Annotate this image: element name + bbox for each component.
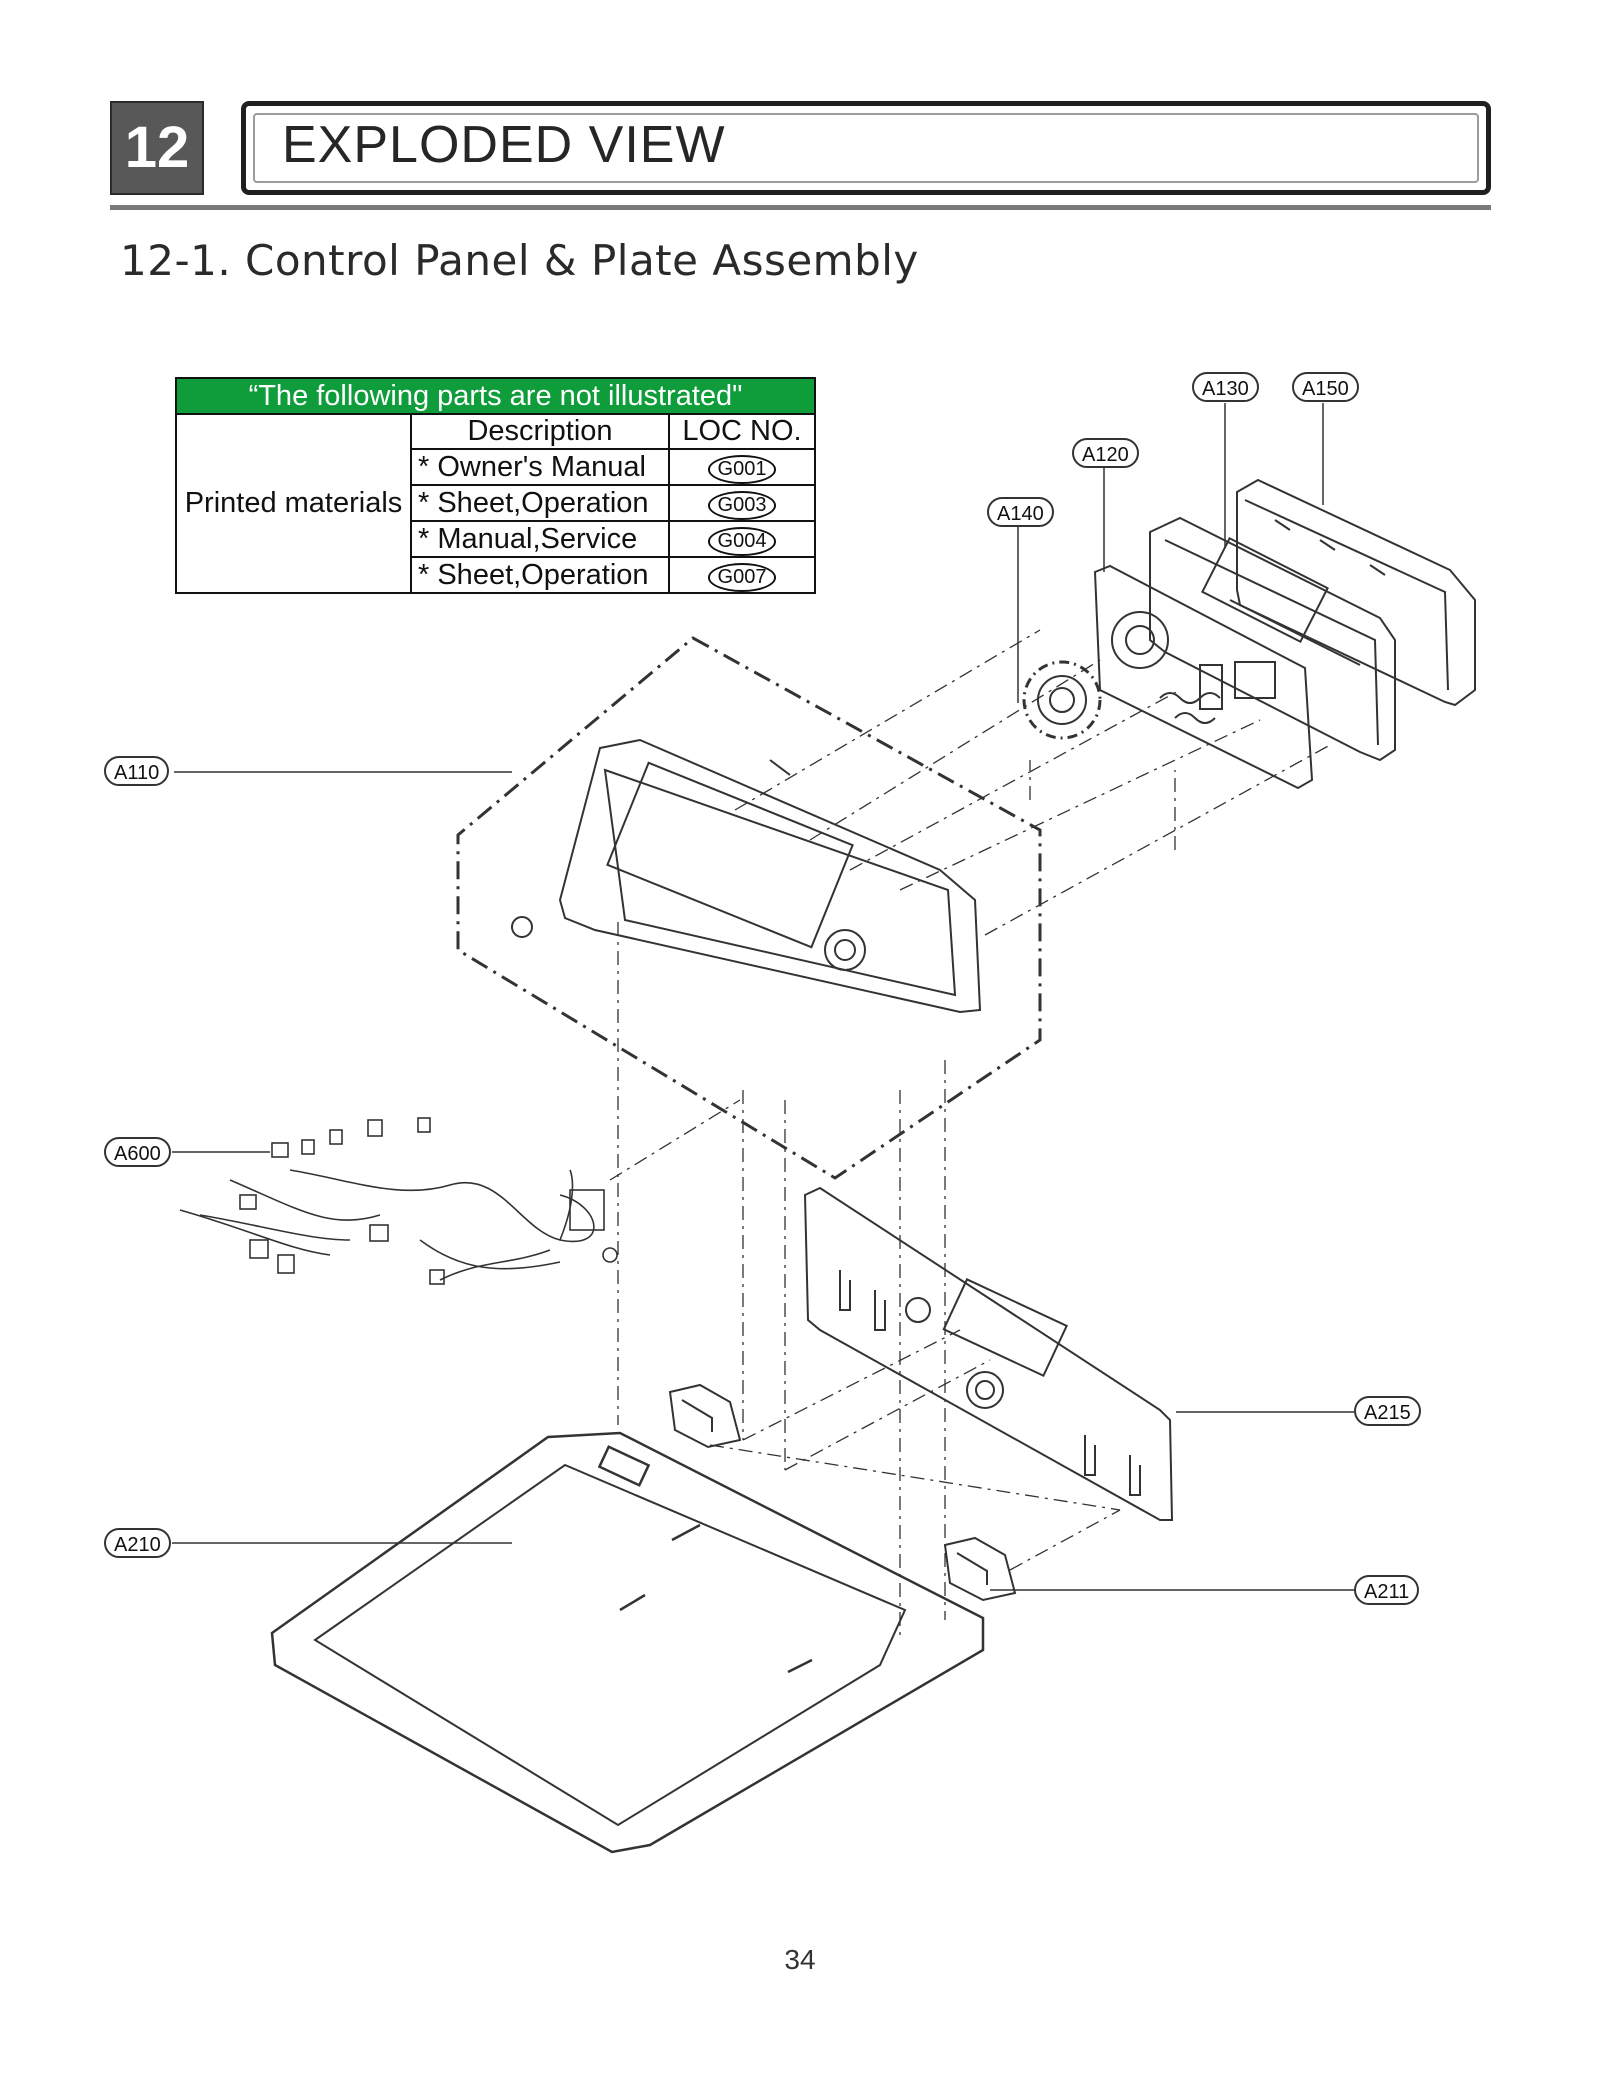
callout-a215: A215 [1354, 1396, 1421, 1426]
section-subtitle: 12-1. Control Panel & Plate Assembly [120, 236, 919, 285]
table-row: * Sheet,Operation G003 [176, 484, 816, 522]
page-number: 34 [784, 1944, 816, 1975]
callout-a110: A110 [104, 756, 170, 786]
row-loc: G003 [668, 484, 816, 522]
loc-code: G007 [707, 563, 777, 592]
row-loc: G007 [668, 556, 816, 594]
loc-code: G001 [707, 455, 777, 484]
section-number: 12 [110, 101, 204, 195]
row-description: * Manual,Service [410, 520, 670, 558]
title-rule [110, 205, 1491, 210]
loc-code: G003 [707, 491, 777, 520]
title-box: EXPLODED VIEW [241, 101, 1491, 195]
table-banner: “The following parts are not illustrated… [175, 377, 816, 415]
column-header-description: Description [410, 413, 670, 450]
callout-a120: A120 [1072, 438, 1139, 468]
callout-a600: A600 [104, 1137, 171, 1167]
row-description: * Sheet,Operation [410, 556, 670, 594]
callout-a211: A211 [1354, 1575, 1420, 1605]
part-a120-pcb [1093, 564, 1314, 790]
callout-a130: A130 [1192, 372, 1259, 402]
callout-a140: A140 [987, 497, 1054, 527]
part-a211-brackets [668, 1383, 1017, 1602]
part-a140-knob [1022, 660, 1102, 740]
row-description: * Owner's Manual [410, 448, 670, 486]
part-a110-control-panel [511, 738, 982, 1014]
part-a130-housing [1149, 516, 1396, 762]
leader-lines [172, 403, 1354, 1591]
part-a600-harness [179, 1117, 618, 1285]
callout-a210: A210 [104, 1528, 171, 1558]
page-title: EXPLODED VIEW [282, 116, 726, 174]
column-header-loc: LOC NO. [668, 413, 816, 450]
part-a215-plate [803, 1186, 1174, 1521]
table-row: * Sheet,Operation G007 [176, 556, 816, 594]
control-panel-group-outline [456, 636, 1042, 1180]
callout-a150: A150 [1292, 372, 1359, 402]
row-loc: G004 [668, 520, 816, 558]
title-inner-frame [253, 113, 1479, 183]
table-row: * Manual,Service G004 [176, 520, 816, 558]
part-a210-top-plate [270, 1431, 985, 1854]
row-description: * Sheet,Operation [410, 484, 670, 522]
table-row: * Owner's Manual G001 [176, 448, 816, 486]
parts-not-illustrated-table: “The following parts are not illustrated… [175, 377, 816, 594]
loc-code: G004 [707, 527, 777, 556]
part-a150-cover [1236, 478, 1476, 707]
projection-lines [609, 629, 1331, 1640]
row-loc: G001 [668, 448, 816, 486]
group-label: Printed materials [175, 413, 412, 594]
